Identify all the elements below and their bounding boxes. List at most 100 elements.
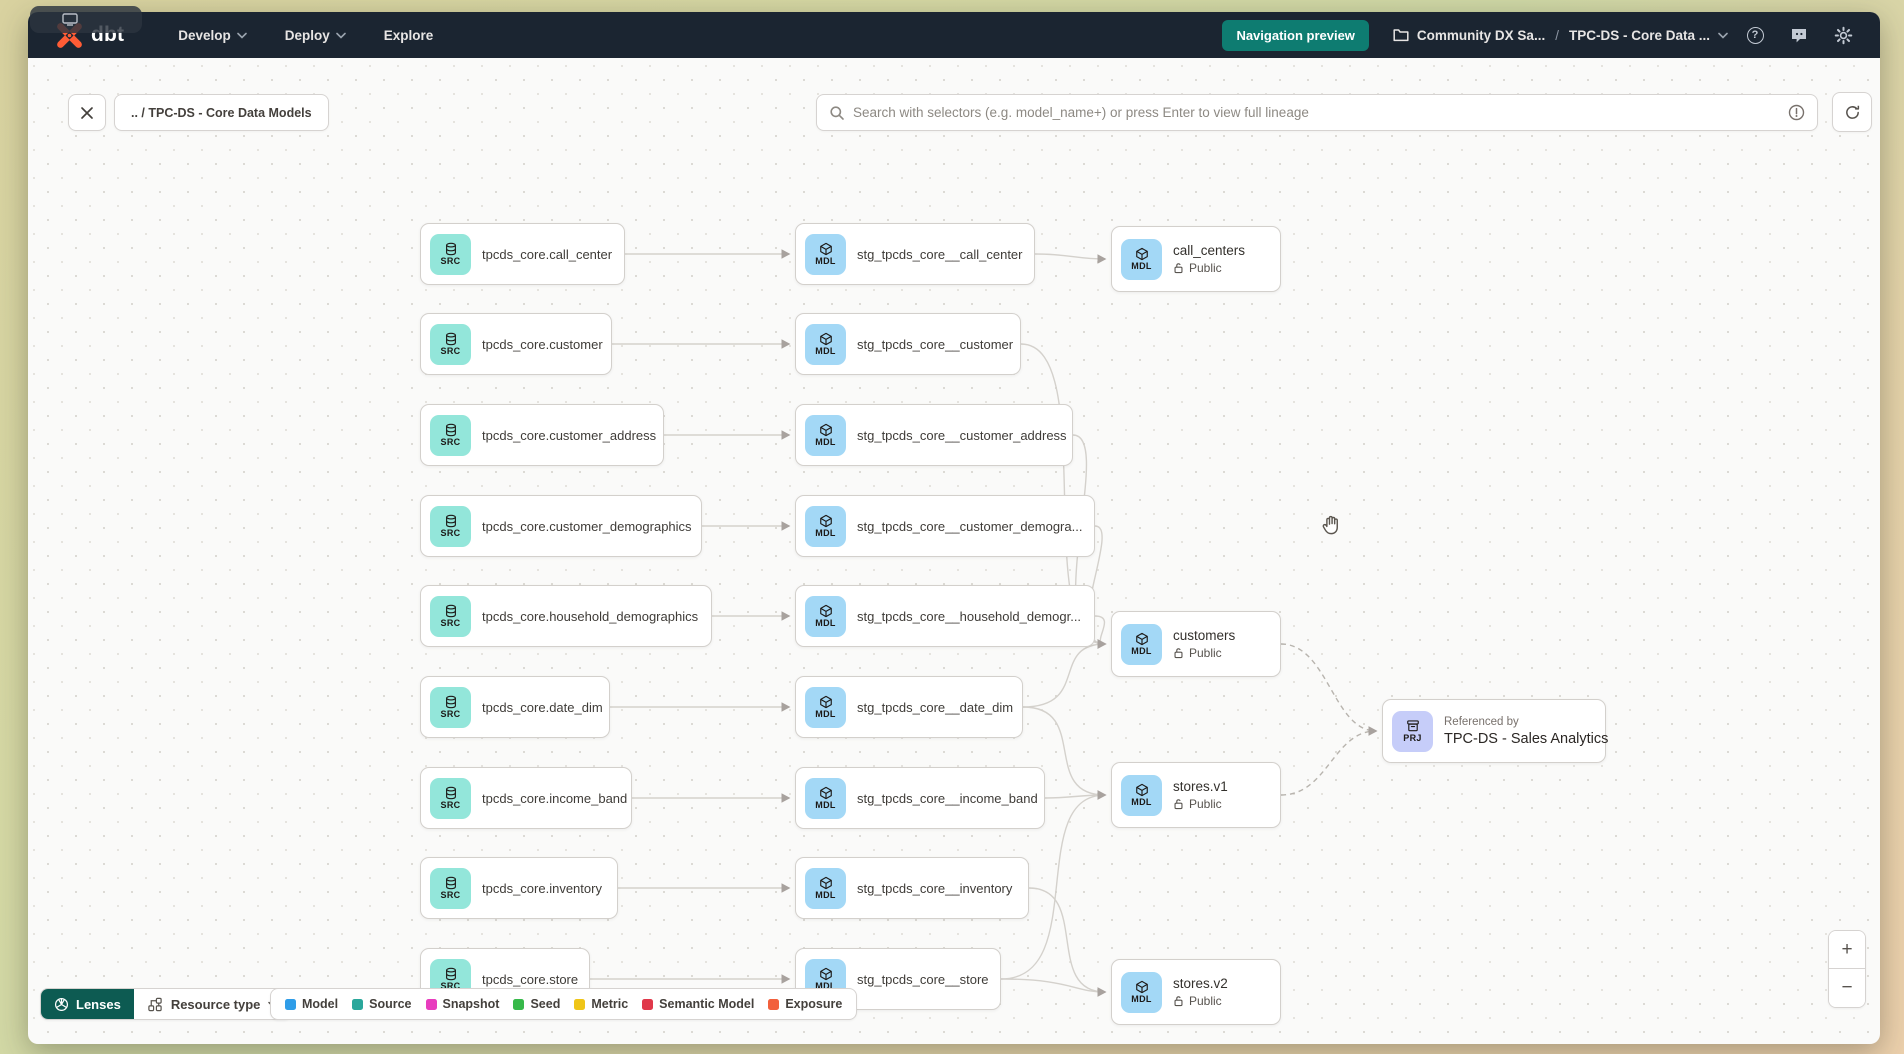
source-badge: SRC	[430, 505, 471, 547]
public-model-node[interactable]: MDL customers Public	[1111, 611, 1281, 677]
model-badge: MDL	[805, 323, 846, 365]
database-icon	[445, 514, 456, 528]
project-badge: PRJ	[1392, 710, 1433, 752]
legend-swatch	[352, 998, 364, 1010]
menu-develop[interactable]: Develop	[164, 20, 261, 51]
cube-icon	[1135, 632, 1148, 646]
access-label: Public	[1173, 994, 1228, 1008]
zoom-in-button[interactable]: +	[1829, 931, 1865, 969]
app-window: dbt Develop Deploy Explore Navigation pr…	[28, 12, 1880, 1044]
unlock-icon	[1174, 263, 1183, 274]
screen-icon	[62, 13, 78, 26]
source-badge: SRC	[430, 686, 471, 728]
hand-cursor	[1320, 514, 1343, 537]
staging-model-node[interactable]: MDL stg_tpcds_core__household_demogr...	[795, 585, 1095, 647]
source-node[interactable]: SRC tpcds_core.customer_demographics	[420, 495, 702, 557]
help-icon: ?	[1746, 26, 1764, 44]
info-icon[interactable]	[1788, 104, 1805, 121]
project-name: TPC-DS - Core Data ...	[1568, 27, 1710, 43]
model-badge: MDL	[1121, 238, 1162, 280]
staging-model-node[interactable]: MDL stg_tpcds_core__date_dim	[795, 676, 1023, 738]
settings-button[interactable]	[1826, 18, 1860, 52]
account-project-breadcrumb[interactable]: Community DX Sa... / TPC-DS - Core Data …	[1393, 28, 1728, 43]
database-icon	[445, 604, 456, 618]
source-node[interactable]: SRC tpcds_core.date_dim	[420, 676, 610, 738]
chevron-down-icon	[236, 32, 247, 39]
help-button[interactable]: ?	[1738, 18, 1772, 52]
access-label: Public	[1173, 261, 1245, 275]
public-model-node[interactable]: MDL call_centers Public	[1111, 226, 1281, 292]
lineage-breadcrumb-chip[interactable]: .. / TPC-DS - Core Data Models	[114, 94, 329, 131]
search-input[interactable]	[853, 105, 1780, 120]
zoom-out-button[interactable]: −	[1829, 969, 1865, 1007]
public-model-node[interactable]: MDL stores.v2 Public	[1111, 959, 1281, 1025]
source-node[interactable]: SRC tpcds_core.customer_address	[420, 404, 664, 466]
staging-model-node[interactable]: MDL stg_tpcds_core__customer_address	[795, 404, 1073, 466]
legend-swatch	[285, 998, 296, 1010]
cube-icon	[1135, 247, 1148, 261]
public-model-node[interactable]: MDL stores.v1 Public	[1111, 762, 1281, 828]
cube-icon	[819, 332, 832, 346]
unlock-icon	[1174, 799, 1183, 810]
navigation-preview-button[interactable]: Navigation preview	[1222, 19, 1369, 51]
staging-model-node[interactable]: MDL stg_tpcds_core__customer	[795, 313, 1021, 375]
source-node[interactable]: SRC tpcds_core.household_demographics	[420, 585, 712, 647]
database-icon	[445, 423, 456, 437]
legend-swatch	[574, 998, 586, 1010]
cube-icon	[819, 514, 832, 528]
legend-item-exposure: Exposure	[768, 997, 842, 1011]
zoom-controls: + −	[1828, 930, 1866, 1008]
source-node[interactable]: SRC tpcds_core.customer	[420, 313, 612, 375]
model-badge: MDL	[805, 777, 846, 819]
refresh-icon	[1845, 105, 1859, 119]
screen-recording-indicator	[30, 6, 142, 33]
staging-model-node[interactable]: MDL stg_tpcds_core__customer_demogra...	[795, 495, 1095, 557]
source-node[interactable]: SRC tpcds_core.income_band	[420, 767, 632, 829]
lenses-icon	[54, 997, 69, 1011]
referenced-project-node[interactable]: PRJ Referenced by TPC-DS - Sales Analyti…	[1382, 699, 1608, 763]
chevron-down-icon	[1718, 32, 1728, 39]
source-badge: SRC	[430, 414, 471, 456]
staging-model-node[interactable]: MDL stg_tpcds_core__income_band	[795, 767, 1045, 829]
source-badge: SRC	[430, 595, 471, 637]
menu-deploy[interactable]: Deploy	[271, 20, 360, 51]
menu-explore[interactable]: Explore	[383, 27, 434, 43]
resource-type-icon	[148, 997, 162, 1011]
refresh-lineage-button[interactable]	[1832, 92, 1872, 132]
cube-icon	[819, 423, 832, 437]
legend-item-seed: Seed	[513, 997, 560, 1011]
cube-icon	[1135, 783, 1148, 797]
resource-type-dropdown[interactable]: Resource type	[133, 989, 292, 1019]
gear-icon	[1834, 26, 1852, 44]
chevron-down-icon	[335, 32, 346, 39]
unlock-icon	[1174, 648, 1183, 659]
database-icon	[445, 332, 456, 346]
lenses-resource-group: Lenses Resource type	[40, 988, 293, 1020]
model-badge: MDL	[1121, 623, 1162, 665]
legend-swatch	[768, 998, 780, 1010]
feedback-icon	[1792, 28, 1806, 42]
unlock-icon	[1174, 996, 1183, 1007]
model-badge: MDL	[805, 595, 846, 637]
model-badge: MDL	[805, 505, 846, 547]
source-node[interactable]: SRC tpcds_core.inventory	[420, 857, 618, 919]
cube-icon	[819, 695, 832, 709]
staging-model-node[interactable]: MDL stg_tpcds_core__call_center	[795, 223, 1035, 285]
legend-item-source: Source	[352, 997, 412, 1011]
access-label: Public	[1173, 797, 1228, 811]
cube-icon	[819, 604, 832, 618]
source-node[interactable]: SRC tpcds_core.call_center	[420, 223, 625, 285]
legend-swatch	[425, 998, 437, 1010]
feedback-button[interactable]	[1782, 18, 1816, 52]
database-icon	[445, 876, 456, 890]
breadcrumb-separator: /	[1555, 27, 1559, 43]
model-badge: MDL	[1121, 774, 1162, 816]
legend-item-semantic-model: Semantic Model	[642, 997, 754, 1011]
legend-item-snapshot: Snapshot	[425, 997, 499, 1011]
staging-model-node[interactable]: MDL stg_tpcds_core__inventory	[795, 857, 1029, 919]
model-badge: MDL	[805, 686, 846, 728]
model-badge: MDL	[805, 414, 846, 456]
model-badge: MDL	[805, 233, 846, 275]
close-lineage-button[interactable]	[68, 94, 106, 131]
lenses-button[interactable]: Lenses	[41, 989, 134, 1019]
